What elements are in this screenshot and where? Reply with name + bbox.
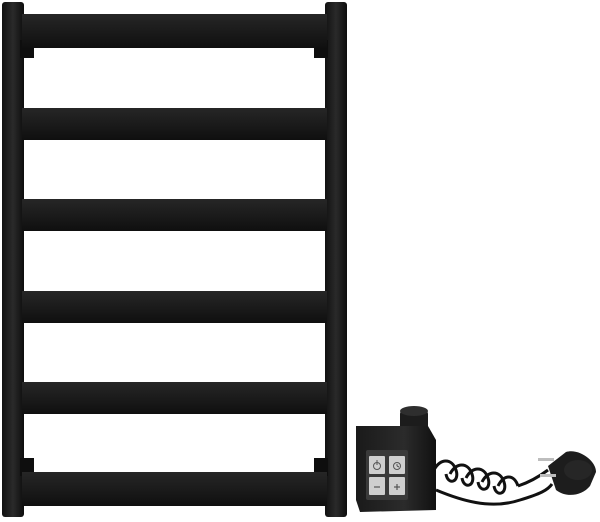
left-rail: [2, 2, 24, 517]
plus-icon: [394, 484, 400, 490]
crossbar: [22, 291, 327, 323]
minus-button: [369, 477, 385, 495]
plug: [538, 451, 596, 495]
crossbar: [22, 199, 327, 231]
right-rail: [325, 2, 347, 517]
heater-pipe-top: [400, 406, 428, 416]
clock-icon: [393, 462, 401, 470]
power-icon: [373, 460, 381, 470]
bracket-bottom-left: [20, 458, 34, 476]
crossbar: [22, 382, 327, 414]
crossbar: [22, 108, 327, 140]
crossbar: [22, 472, 327, 506]
coiled-cable: [432, 459, 554, 506]
bracket-bottom-right: [314, 458, 328, 476]
crossbar: [22, 14, 327, 48]
